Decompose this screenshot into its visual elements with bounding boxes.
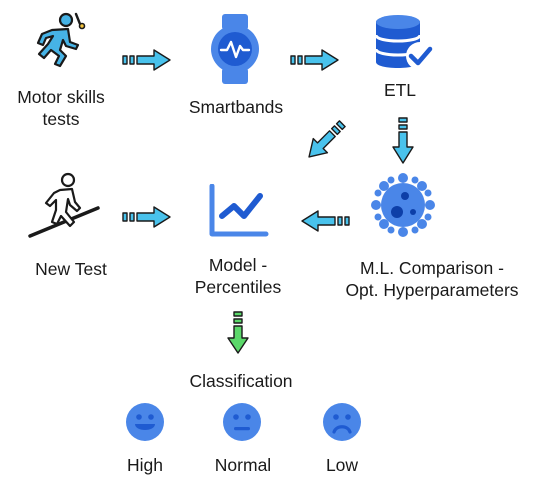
etl-label: ETL (383, 80, 417, 100)
uphill-walker-icon (28, 172, 100, 238)
running-person-icon (36, 12, 86, 68)
model-label: Model - Percentiles (160, 254, 316, 298)
arrow-ml-to-model (301, 210, 350, 232)
arrow-etl-to-ml (392, 117, 414, 164)
model-label-line2: Percentiles (194, 277, 282, 297)
level-label-low: Low (325, 455, 359, 475)
smartbands-label: Smartbands (188, 97, 284, 117)
arrow-motor-to-smartbands (122, 49, 171, 71)
arrow-etl-to-model (308, 120, 346, 158)
ml-label: M.L. Comparison - Opt. Hyperparameters (318, 257, 546, 301)
arrow-newtest-to-model (122, 206, 171, 228)
smartwatch-icon (211, 14, 259, 84)
arrow-model-to-classification (227, 311, 249, 354)
database-check-icon (374, 15, 434, 70)
arrow-smartbands-to-etl (290, 49, 339, 71)
ml-label-line1: M.L. Comparison - (360, 258, 504, 278)
motor-skills-label-line2: tests (42, 109, 80, 129)
neutral-face-icon (223, 403, 261, 441)
smiling-face-icon (126, 403, 164, 441)
ml-label-line2: Opt. Hyperparameters (345, 280, 519, 300)
model-label-line1: Model - (208, 255, 268, 275)
line-chart-icon (209, 184, 269, 237)
level-label-normal: Normal (214, 455, 272, 475)
level-label-high: High (127, 455, 163, 475)
motor-skills-label: Motor skills tests (0, 86, 122, 130)
motor-skills-label-line1: Motor skills (17, 87, 105, 107)
classification-title: Classification (189, 371, 293, 391)
new-test-label: New Test (35, 259, 107, 279)
frowning-face-icon (323, 403, 361, 441)
virus-icon (371, 173, 435, 237)
